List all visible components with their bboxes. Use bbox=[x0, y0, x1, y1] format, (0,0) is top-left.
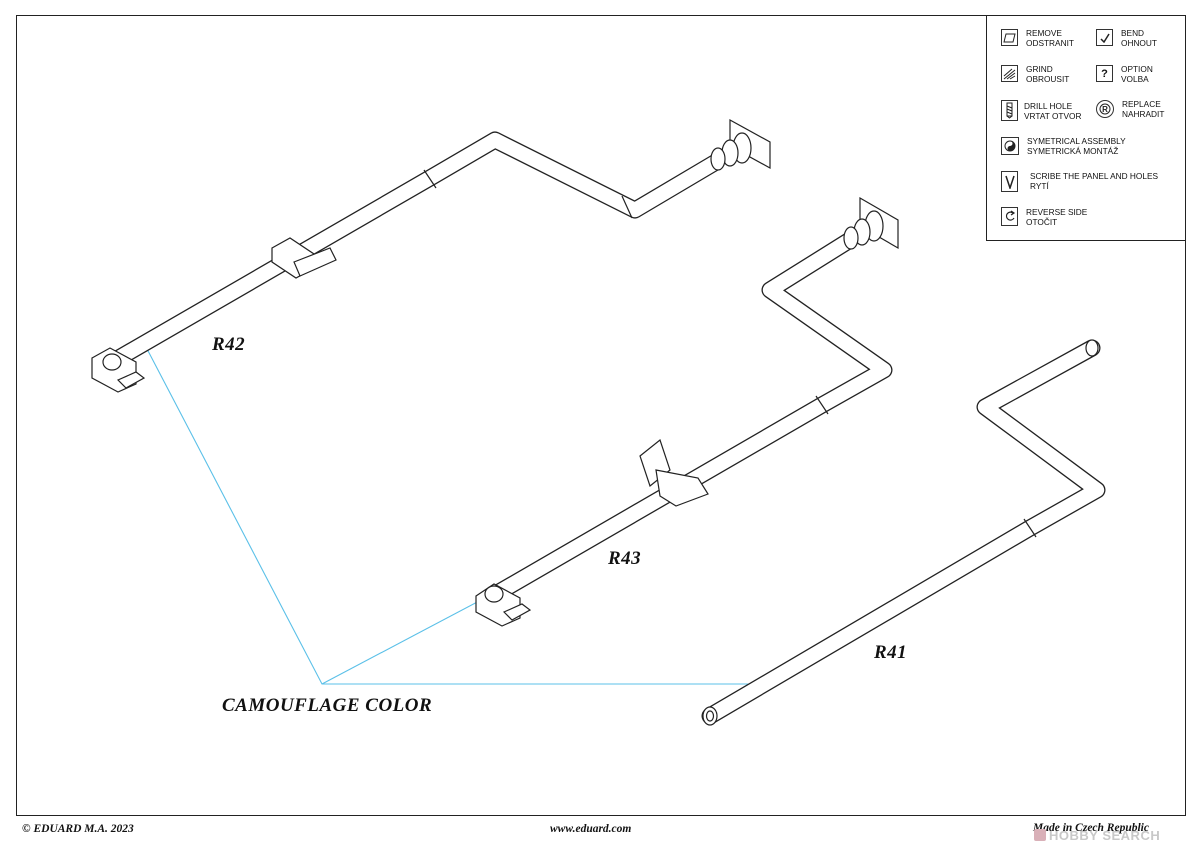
part-label-r41: R41 bbox=[874, 642, 908, 663]
symmetrical-assembly-icon bbox=[1001, 137, 1019, 155]
footer-website: www.eduard.com bbox=[550, 823, 632, 835]
reverse-side-icon bbox=[1001, 207, 1018, 226]
grind-icon bbox=[1001, 65, 1018, 82]
drill-hole-icon bbox=[1001, 100, 1018, 121]
rod-r43 bbox=[475, 196, 899, 627]
legend-replace-en: REPLACE bbox=[1122, 99, 1161, 109]
part-label-r42: R42 bbox=[212, 334, 246, 355]
legend-replace-cz: NAHRADIT bbox=[1122, 108, 1165, 119]
legend-remove-cz: ODSTRANIT bbox=[1026, 37, 1074, 48]
replace-icon: R bbox=[1096, 100, 1114, 118]
legend-drill-en: DRILL HOLE bbox=[1024, 101, 1073, 111]
legend-remove-en: REMOVE bbox=[1026, 28, 1062, 38]
legend-reverse-cz: OTOČIT bbox=[1026, 216, 1058, 227]
svg-text:R: R bbox=[1102, 105, 1108, 114]
legend-drill-cz: VRTAT OTVOR bbox=[1024, 110, 1082, 121]
scribe-icon bbox=[1001, 171, 1018, 192]
remove-icon bbox=[1001, 29, 1018, 46]
callout-camouflage-color: CAMOUFLAGE COLOR bbox=[222, 695, 433, 716]
rod-r42 bbox=[91, 118, 771, 393]
option-icon: ? bbox=[1096, 65, 1113, 82]
legend-scribe-cz: RYTÍ bbox=[1030, 180, 1049, 191]
sheet-border bbox=[16, 15, 1186, 816]
legend-grind-en: GRIND bbox=[1026, 64, 1053, 74]
footer-origin: Made in Czech Republic bbox=[1033, 822, 1149, 834]
legend-symmetrical-en: SYMETRICAL ASSEMBLY bbox=[1027, 136, 1126, 146]
legend-scribe-en: SCRIBE THE PANEL AND HOLES bbox=[1030, 171, 1159, 181]
watermark-logo-icon bbox=[1034, 829, 1046, 841]
legend-option-cz: VOLBA bbox=[1121, 73, 1149, 84]
legend-bend-en: BEND bbox=[1121, 28, 1145, 38]
watermark: HOBBY SEARCH bbox=[1034, 828, 1160, 843]
part-label-r43: R43 bbox=[608, 548, 642, 569]
bend-icon bbox=[1096, 29, 1113, 46]
legend-grind-cz: OBROUSIT bbox=[1026, 73, 1070, 84]
rod-r41 bbox=[701, 339, 1106, 726]
legend-option-en: OPTION bbox=[1121, 64, 1153, 74]
watermark-text: HOBBY SEARCH bbox=[1049, 828, 1161, 843]
footer-copyright: © EDUARD M.A. 2023 bbox=[22, 823, 134, 835]
legend-symmetrical-cz: SYMETRICKÁ MONTÁŽ bbox=[1027, 145, 1119, 156]
legend-reverse-en: REVERSE SIDE bbox=[1026, 207, 1088, 217]
legend-bend-cz: OHNOUT bbox=[1121, 37, 1157, 48]
